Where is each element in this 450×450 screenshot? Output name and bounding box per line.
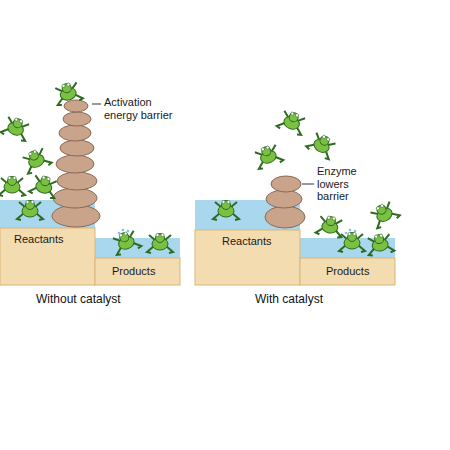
frog bbox=[17, 200, 43, 220]
ground-high bbox=[195, 230, 300, 285]
frog bbox=[29, 173, 59, 199]
frog bbox=[20, 146, 52, 175]
frog bbox=[366, 232, 395, 256]
rock-pile-tall bbox=[52, 100, 100, 227]
right-landscape bbox=[195, 109, 400, 285]
region-label: Products bbox=[326, 265, 369, 278]
ground-high bbox=[0, 228, 95, 285]
ground-low bbox=[300, 258, 395, 285]
frog bbox=[315, 214, 344, 238]
frog bbox=[111, 229, 142, 256]
region-label: Products bbox=[112, 265, 155, 278]
callout-label: Activation energy barrier bbox=[104, 96, 184, 121]
frog bbox=[253, 143, 284, 170]
frog bbox=[0, 115, 31, 142]
leader-line bbox=[302, 184, 314, 185]
frog bbox=[368, 199, 400, 229]
panel-caption: Without catalyst bbox=[36, 293, 121, 307]
frog bbox=[306, 130, 338, 160]
frog bbox=[53, 80, 83, 106]
panel-caption: With catalyst bbox=[255, 293, 323, 307]
region-label: Reactants bbox=[222, 235, 272, 248]
frog bbox=[339, 232, 365, 252]
rock-pile-low bbox=[265, 176, 305, 228]
frog bbox=[213, 200, 239, 220]
frog bbox=[0, 176, 25, 196]
ground-low bbox=[95, 258, 180, 285]
frog bbox=[147, 233, 173, 253]
leader-line bbox=[92, 104, 101, 105]
region-label: Reactants bbox=[14, 233, 64, 246]
callout-label: Enzyme lowers barrier bbox=[317, 165, 369, 203]
frog bbox=[276, 109, 307, 136]
